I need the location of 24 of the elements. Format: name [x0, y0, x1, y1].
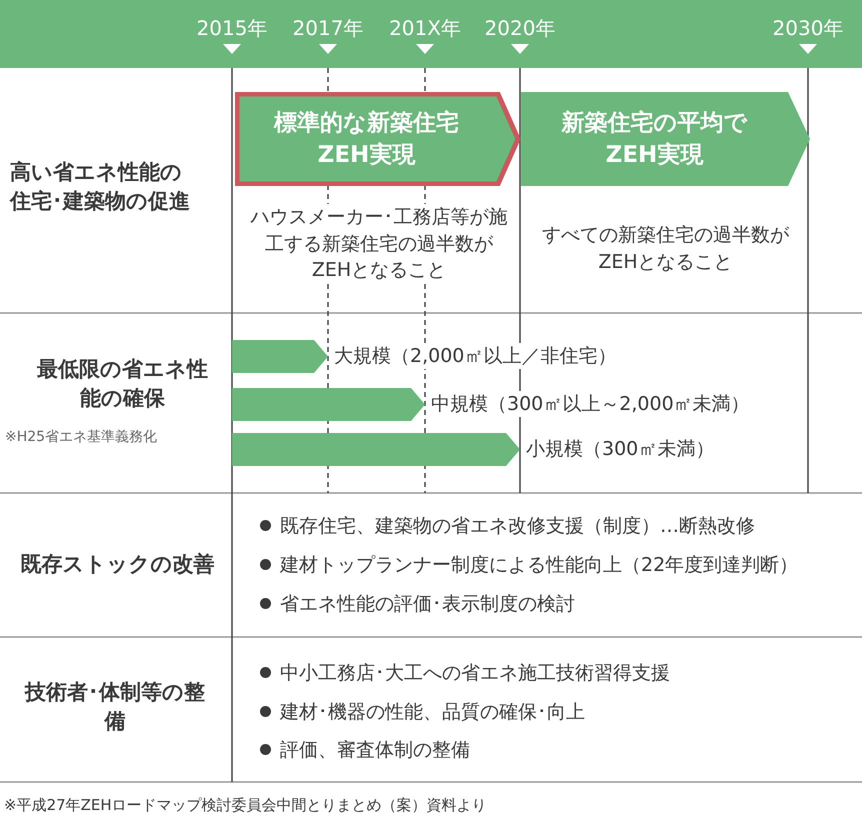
year-label: 2020年: [484, 15, 556, 42]
year-label: 2017年: [292, 15, 364, 42]
note: ※H25省エネ基準義務化: [5, 428, 158, 447]
bullet-item: 評価、審査体制の整備: [258, 737, 862, 764]
bullet-item: 省エネ性能の評価･表示制度の検討: [258, 591, 862, 618]
arrow-bar: [232, 433, 520, 466]
year-label: 201X年: [389, 15, 461, 42]
caption: ※平成27年ZEHロードマップ検討委員会中間とりまとめ（案）資料より: [4, 795, 487, 816]
bullet-item: 既存住宅、建築物の省エネ改修支援（制度）…断熱改修: [258, 513, 862, 540]
box-title: 新築住宅の平均でZEH実現: [560, 108, 748, 170]
chevron-box: [235, 92, 520, 186]
chevron-box: [521, 92, 810, 186]
bullet-item: 建材トップランナー制度による性能向上（22年度到達判断）: [258, 552, 862, 579]
row-heading: 技術者･体制等の整備: [24, 679, 206, 736]
arrow-bar: [232, 340, 328, 373]
arrow-bar: [232, 388, 425, 421]
bullet-item: 中小工務店･大工への省エネ施工技術習得支援: [258, 660, 862, 687]
box-title: 標準的な新築住宅ZEH実現: [272, 108, 460, 170]
year-label: 2030年: [772, 15, 844, 42]
year-label: 2015年: [196, 15, 268, 42]
bullet-item: 建材･機器の性能、品質の確保･向上: [258, 699, 862, 726]
row-heading: 既存ストックの改善: [20, 551, 216, 578]
row-heading: 高い省エネ性能の住宅･建築物の促進: [10, 159, 191, 216]
row-heading: 最低限の省エネ性能の確保: [36, 356, 209, 412]
